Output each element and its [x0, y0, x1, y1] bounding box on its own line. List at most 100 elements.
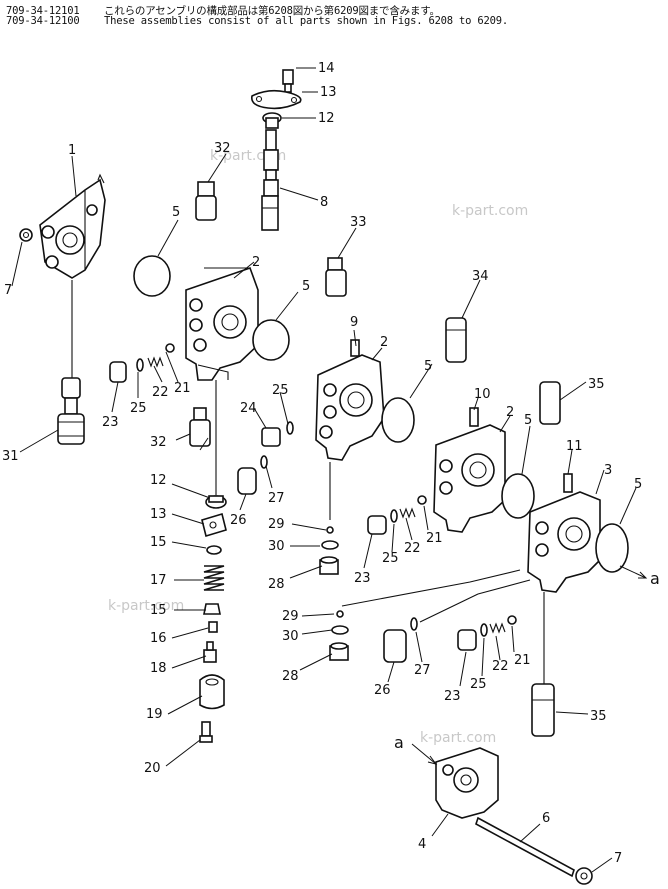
callout-11: 11 — [566, 439, 583, 454]
callout-31: 31 — [2, 449, 19, 464]
watermark-3: k-part.com — [108, 598, 184, 614]
callout-3: 3 — [604, 463, 612, 478]
callout-15a: 15 — [150, 535, 167, 550]
callout-33: 33 — [350, 215, 367, 230]
plug-part-32-top — [195, 181, 217, 221]
callout-32b: 32 — [150, 435, 167, 450]
callout-17: 17 — [150, 573, 167, 588]
plate-part-13-bottom — [201, 512, 227, 538]
o-ring-part-27-right — [410, 617, 418, 631]
o-ring-part-5b — [252, 319, 290, 361]
callout-25a: 25 — [130, 401, 147, 416]
valve-block-part-3 — [527, 473, 601, 593]
ball-part-29-left — [326, 526, 334, 534]
plug-part-35-top — [539, 381, 561, 425]
callout-13a: 13 — [320, 85, 337, 100]
plug-part-26-left — [237, 467, 257, 495]
spring-part-17 — [203, 565, 225, 591]
plug-part-28-left — [319, 556, 339, 575]
callout-22c: 22 — [492, 659, 509, 674]
callout-7b: 7 — [614, 851, 622, 866]
callout-23a: 23 — [102, 415, 119, 430]
o-ring-part-30-right — [331, 625, 349, 635]
callout-22b: 22 — [404, 541, 421, 556]
header-part-number-1: 709-34-12101 — [6, 5, 80, 17]
o-ring-part-5c — [381, 397, 415, 443]
end-cover-part-1 — [39, 173, 106, 279]
seat-part-12-top — [262, 112, 282, 129]
bolt-part-18 — [203, 641, 217, 663]
plug-part-26-right — [383, 629, 407, 663]
plug-part-24 — [261, 427, 281, 447]
o-ring-part-25-left — [136, 358, 144, 372]
callout-21a: 21 — [174, 381, 191, 396]
end-cover-part-4 — [435, 747, 499, 819]
callout-24: 24 — [240, 401, 257, 416]
callout-12b: 12 — [150, 473, 167, 488]
header-line-1: 709-34-12101 これらのアセンブリの構成部品は第6208図から第6209… — [6, 3, 440, 18]
o-ring-part-25-right — [480, 623, 488, 637]
plug-part-23-left — [109, 361, 127, 383]
callout-26b: 26 — [374, 683, 391, 698]
callout-5d: 5 — [524, 413, 532, 428]
callout-21c: 21 — [514, 653, 531, 668]
callout-29b: 29 — [282, 609, 299, 624]
callout-30b: 30 — [282, 629, 299, 644]
callout-7a: 7 — [4, 283, 12, 298]
spring-part-22-right — [489, 622, 506, 634]
callout-28a: 28 — [268, 577, 285, 592]
callout-25c: 25 — [382, 551, 399, 566]
spool-part-8 — [261, 129, 279, 231]
o-ring-part-27-left — [260, 455, 268, 469]
callout-23c: 23 — [444, 689, 461, 704]
watermark-4: k-part.com — [420, 730, 496, 746]
seat-part-12-bottom — [205, 495, 227, 509]
plug-part-31 — [57, 377, 85, 445]
callout-15b: 15 — [150, 603, 167, 618]
callout-23b: 23 — [354, 571, 371, 586]
callout-14: 14 — [318, 61, 335, 76]
callout-20: 20 — [144, 761, 161, 776]
spring-part-22-left — [147, 356, 164, 368]
plug-part-23-mid — [367, 515, 387, 535]
callout-18: 18 — [150, 661, 167, 676]
o-ring-part-5a — [133, 255, 171, 297]
nut-part-7b — [575, 867, 593, 885]
ball-part-21-mid — [417, 495, 427, 505]
plug-part-35-bottom — [531, 683, 555, 737]
callout-a-bottom: a — [394, 733, 404, 752]
ball-part-21-right — [507, 615, 517, 625]
ball-part-29-right — [336, 610, 344, 618]
o-ring-part-25-mid — [286, 421, 294, 435]
callout-35b: 35 — [590, 709, 607, 724]
valve-block-part-2b — [315, 339, 385, 461]
callout-2b: 2 — [380, 335, 388, 350]
callout-9: 9 — [350, 315, 358, 330]
o-ring-part-5e — [595, 523, 629, 573]
callout-19: 19 — [146, 707, 163, 722]
callout-27b: 27 — [414, 663, 431, 678]
retainer-part-15-top — [206, 545, 222, 555]
callout-32a: 32 — [214, 141, 231, 156]
plug-part-28-right — [329, 642, 349, 661]
cap-part-19 — [199, 674, 225, 710]
header-text-jp: これらのアセンブリの構成部品は第6208図から第6209図まで含みます。 — [104, 5, 440, 17]
callout-34: 34 — [472, 269, 489, 284]
nut-part-7a — [19, 228, 33, 242]
orifice-part-14 — [282, 69, 294, 93]
plug-part-33 — [325, 257, 347, 297]
o-ring-part-5d — [501, 473, 535, 519]
o-ring-part-25-mid2 — [390, 509, 398, 523]
leader-lines — [11, 67, 637, 873]
callout-10: 10 — [474, 387, 491, 402]
callout-28b: 28 — [282, 669, 299, 684]
tie-bolt-part-6 — [475, 816, 575, 878]
callout-12a: 12 — [318, 111, 335, 126]
retainer-part-15-bottom — [203, 603, 221, 615]
callout-22a: 22 — [152, 385, 169, 400]
plug-part-23-right — [457, 629, 477, 651]
callout-26a: 26 — [230, 513, 247, 528]
